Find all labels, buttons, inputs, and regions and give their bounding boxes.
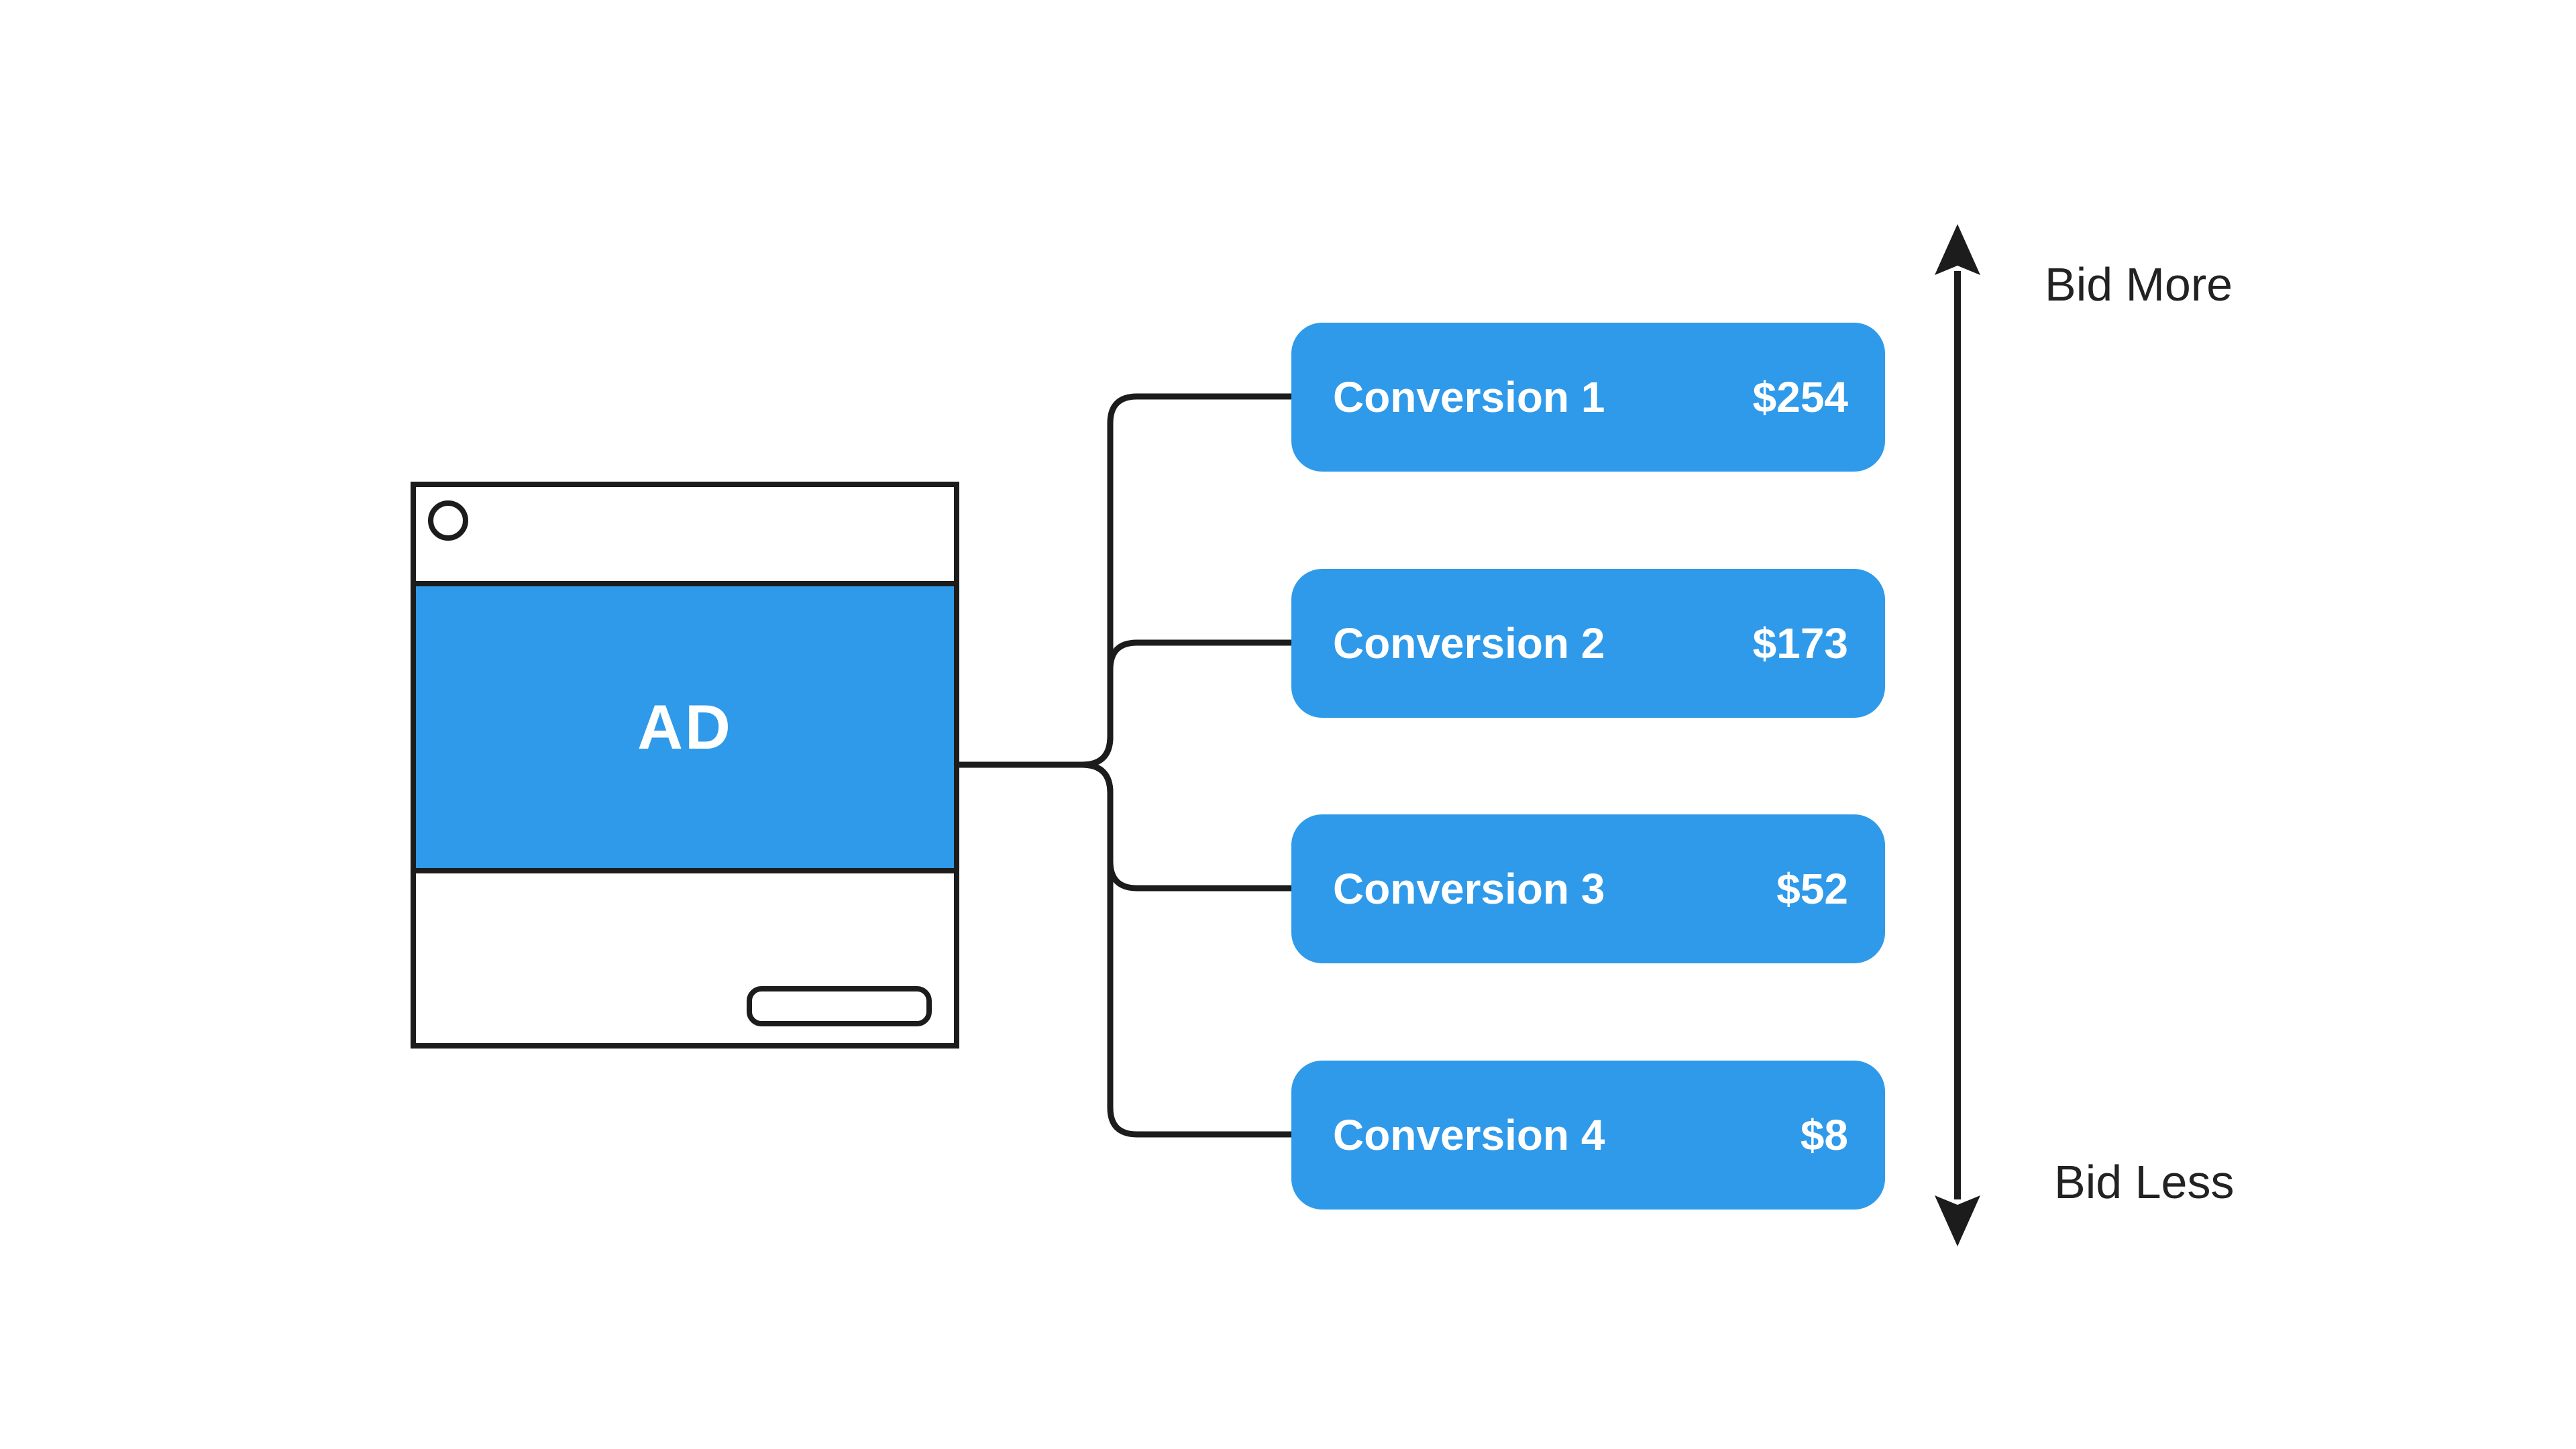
arrow-down-icon [1935, 1195, 1980, 1246]
conversion-label: Conversion 2 [1333, 619, 1605, 667]
ad-label: AD [637, 692, 733, 762]
ad-card-header [416, 487, 954, 586]
conversion-node-1: Conversion 1 $254 [1291, 323, 1885, 472]
conversion-value: $254 [1752, 373, 1848, 421]
conversion-node-3: Conversion 3 $52 [1291, 814, 1885, 963]
connector-to-conversion-2 [956, 639, 1295, 768]
conversion-value: $52 [1776, 865, 1848, 913]
bid-more-label: Bid More [2045, 258, 2233, 311]
conversion-value: $173 [1752, 619, 1848, 667]
connector-to-conversion-3 [956, 761, 1295, 892]
connector-to-conversion-1 [956, 393, 1295, 768]
arrow-up-icon [1935, 224, 1980, 275]
ad-card: AD [411, 482, 959, 1049]
conversion-value: $8 [1800, 1111, 1848, 1159]
cta-button-placeholder [747, 986, 932, 1026]
conversion-label: Conversion 3 [1333, 865, 1605, 913]
conversion-label: Conversion 4 [1333, 1111, 1605, 1159]
conversion-node-4: Conversion 4 $8 [1291, 1061, 1885, 1210]
conversion-node-2: Conversion 2 $173 [1291, 569, 1885, 718]
conversion-label: Conversion 1 [1333, 373, 1605, 421]
avatar-circle-icon [428, 500, 468, 541]
ad-card-footer [416, 873, 954, 1043]
bid-less-label: Bid Less [2054, 1156, 2235, 1208]
ad-media-area: AD [416, 586, 954, 873]
connector-to-conversion-4 [956, 761, 1295, 1138]
